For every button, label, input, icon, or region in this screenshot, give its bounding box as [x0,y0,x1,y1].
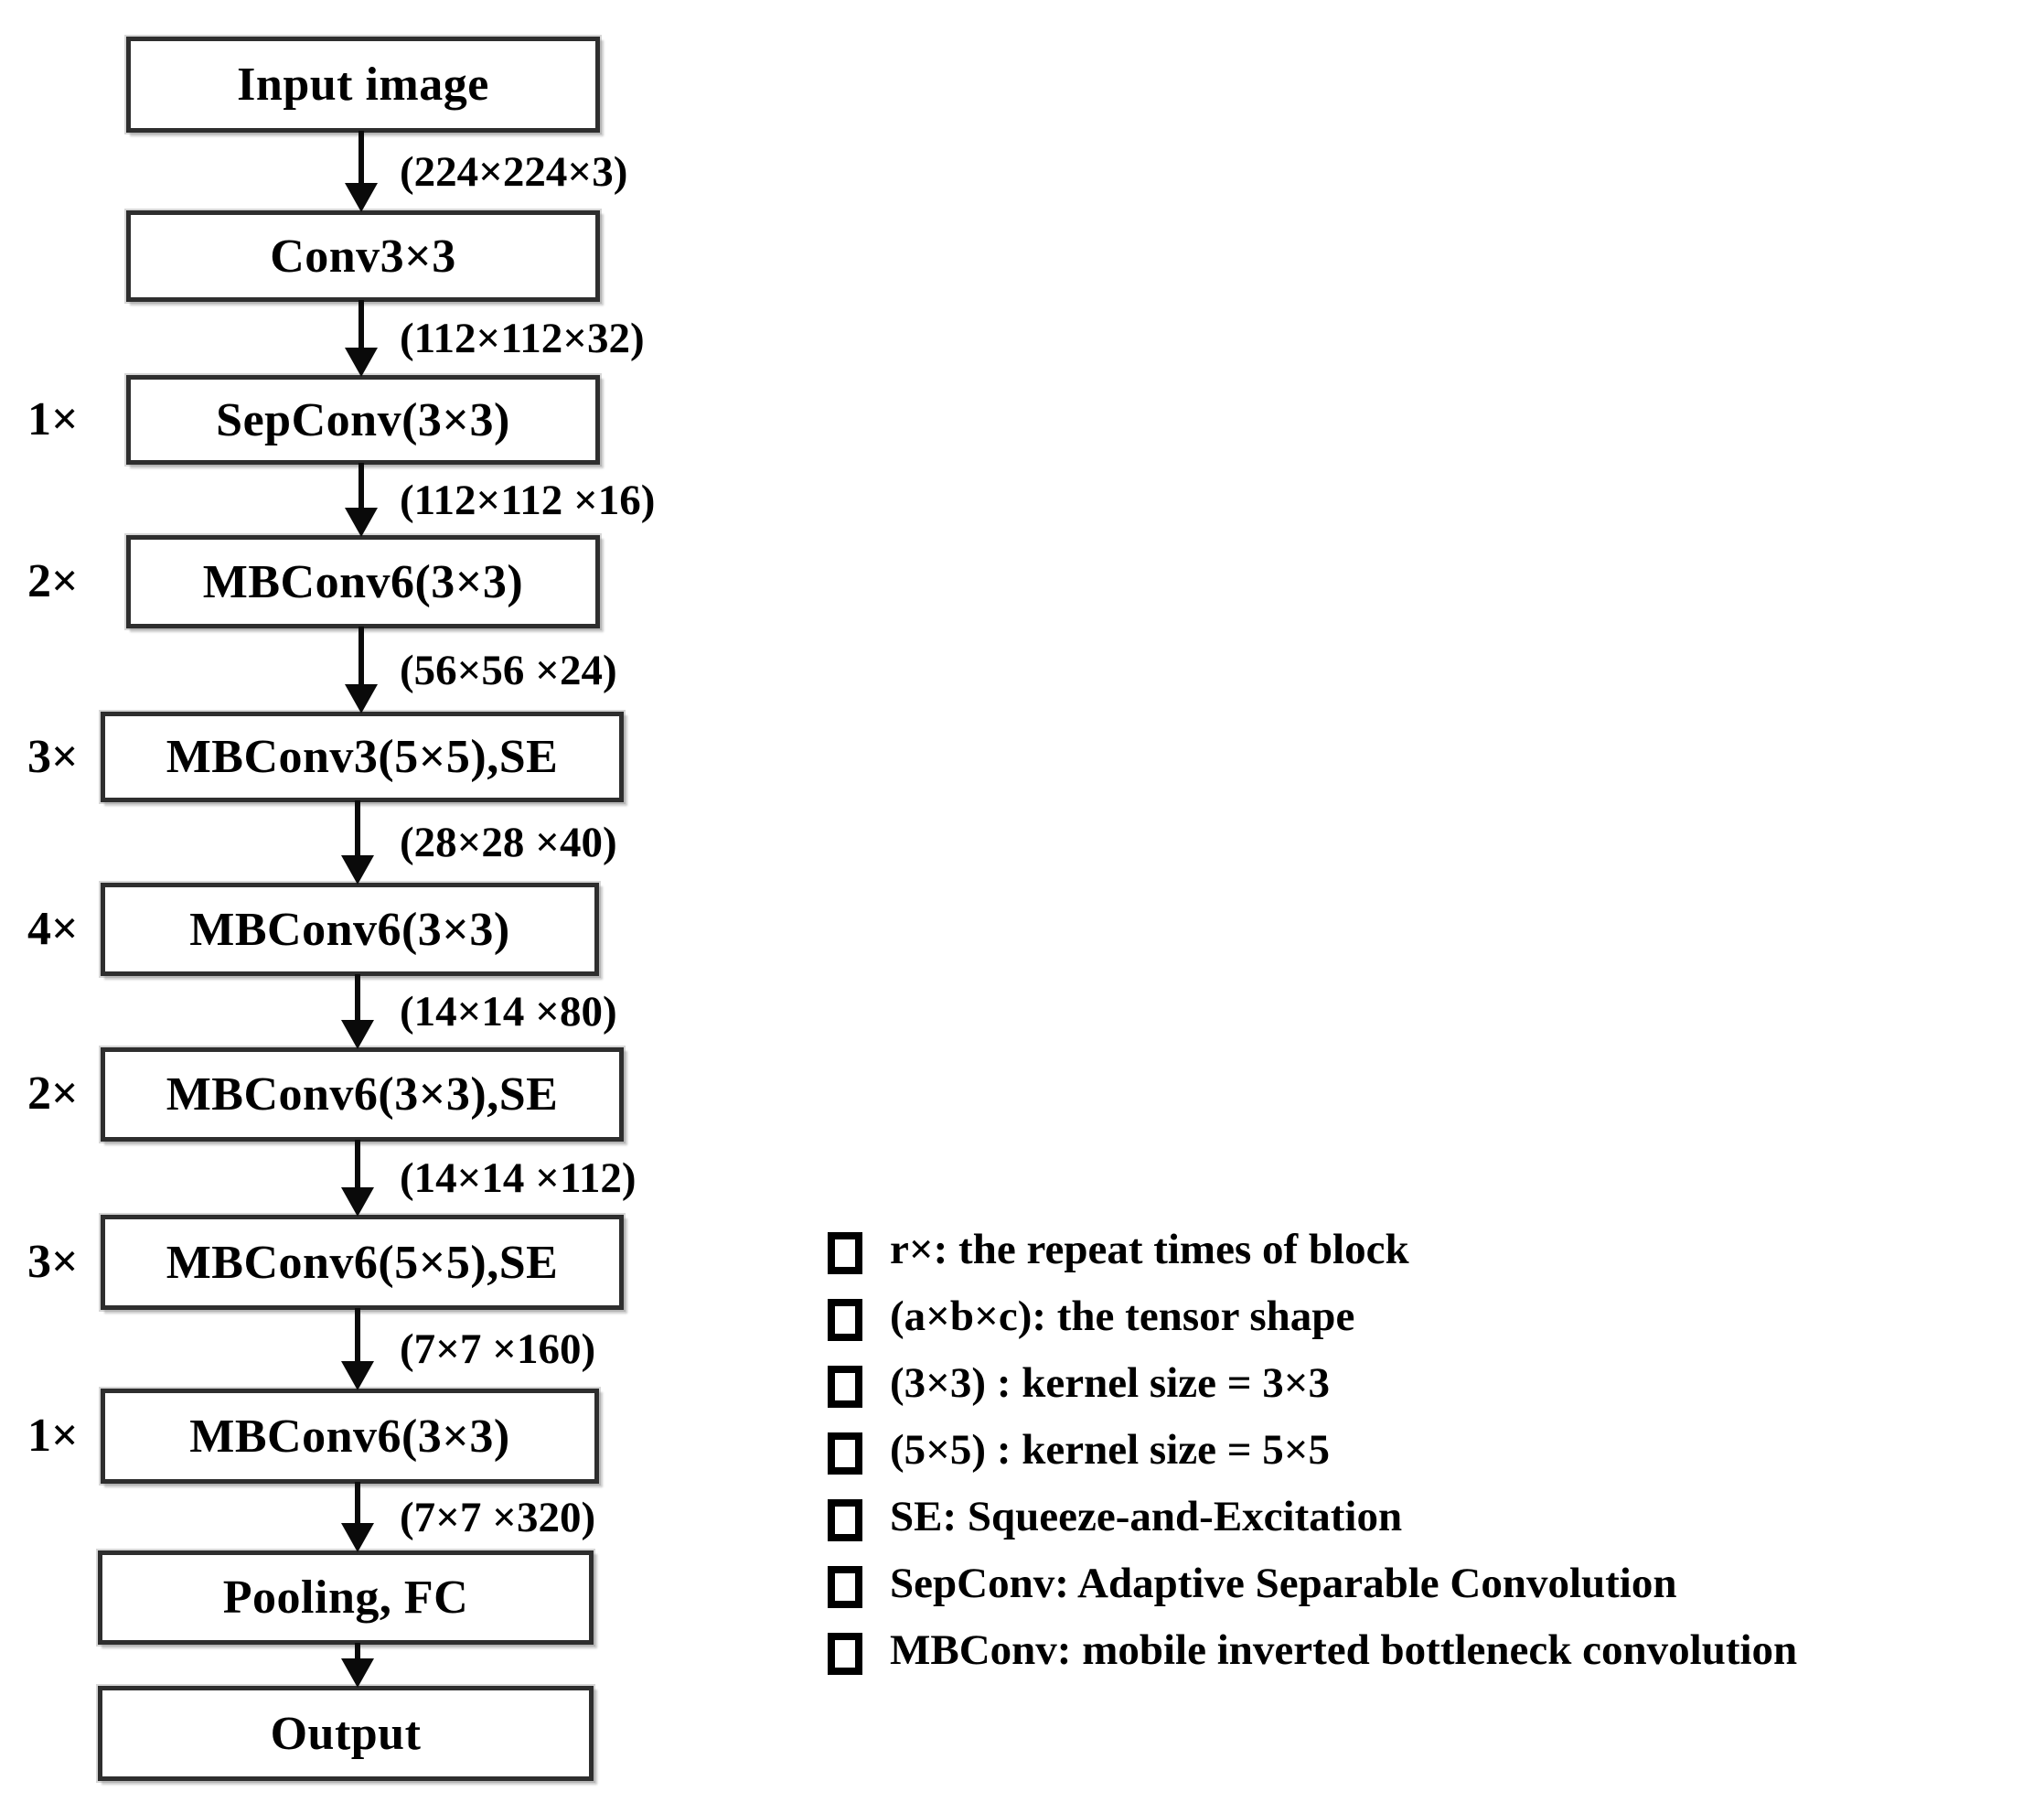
tensor-shape-label: (224×224×3) [400,148,628,196]
node-mbconv6-3x3-b: MBConv6(3×3) [101,883,599,976]
arrow-down-icon [345,131,378,212]
node-label: MBConv6(3×3) [189,903,510,956]
tensor-shape-label: (56×56 ×24) [400,647,617,694]
square-bullet-icon [828,1633,862,1675]
node-mbconv6-3x3-c: MBConv6(3×3) [101,1389,599,1484]
legend-item: (3×3) : kernel size = 3×3 [828,1357,1797,1410]
node-label: MBConv6(3×3) [202,555,524,608]
repeat-count-label: 2× [27,1067,79,1120]
arrow-down-icon [341,1140,374,1217]
repeat-count-label: 3× [27,731,79,783]
repeat-count-label: 3× [27,1236,79,1288]
legend-text: SE: Squeeze-and-Excitation [890,1493,1403,1540]
tensor-shape-label: (14×14 ×80) [400,988,617,1035]
repeat-count-label: 1× [27,1410,79,1462]
node-mbconv6-3x3-a: MBConv6(3×3) [126,535,600,628]
node-mbconv3-5x5-se: MBConv3(5×5),SE [101,712,624,802]
arrow-down-icon [341,800,374,885]
arrow-down-icon [345,300,378,377]
legend: r×: the repeat times of block (a×b×c): t… [828,1224,1797,1691]
legend-text: (3×3) : kernel size = 3×3 [890,1359,1331,1407]
square-bullet-icon [828,1499,862,1541]
tensor-shape-label: (14×14 ×112) [400,1154,637,1202]
node-sepconv3x3: SepConv(3×3) [126,375,600,465]
node-label: Pooling, FC [222,1572,469,1624]
arrow-down-icon [341,1643,374,1688]
legend-text: (a×b×c): the tensor shape [890,1293,1355,1340]
node-pooling-fc: Pooling, FC [98,1550,594,1645]
legend-text: (5×5) : kernel size = 5×5 [890,1426,1331,1474]
node-label: Input image [237,59,489,111]
repeat-count-label: 1× [27,393,79,445]
node-label: MBConv6(3×3) [189,1410,510,1463]
legend-item: SepConv: Adaptive Separable Convolution [828,1558,1797,1610]
legend-text: SepConv: Adaptive Separable Convolution [890,1560,1677,1607]
tensor-shape-label: (7×7 ×320) [400,1494,596,1541]
square-bullet-icon [828,1432,862,1475]
node-label: MBConv6(3×3),SE [166,1068,559,1121]
node-label: Conv3×3 [270,230,456,283]
square-bullet-icon [828,1299,862,1341]
square-bullet-icon [828,1232,862,1274]
legend-item: (a×b×c): the tensor shape [828,1291,1797,1343]
arrow-down-icon [341,1308,374,1390]
tensor-shape-label: (112×112×32) [400,315,645,362]
node-mbconv6-5x5-se: MBConv6(5×5),SE [101,1215,624,1310]
node-mbconv6-3x3-se: MBConv6(3×3),SE [101,1047,624,1142]
node-label: SepConv(3×3) [216,393,510,446]
legend-text: r×: the repeat times of block [890,1226,1409,1273]
arrow-down-icon [341,1482,374,1552]
legend-item: SE: Squeeze-and-Excitation [828,1491,1797,1543]
node-label: MBConv3(5×5),SE [166,731,559,783]
repeat-count-label: 4× [27,903,79,955]
tensor-shape-label: (28×28 ×40) [400,819,617,866]
arrow-down-icon [341,974,374,1049]
repeat-count-label: 2× [27,555,79,607]
node-label: Output [270,1707,422,1760]
node-label: MBConv6(5×5),SE [166,1236,559,1289]
node-input-image: Input image [126,37,600,133]
legend-text: MBConv: mobile inverted bottleneck convo… [890,1626,1798,1674]
tensor-shape-label: (112×112 ×16) [400,477,656,524]
legend-item: MBConv: mobile inverted bottleneck convo… [828,1625,1797,1677]
legend-item: (5×5) : kernel size = 5×5 [828,1424,1797,1476]
square-bullet-icon [828,1566,862,1608]
square-bullet-icon [828,1366,862,1408]
arrow-down-icon [345,627,378,713]
node-conv3x3: Conv3×3 [126,210,600,302]
arrow-down-icon [345,463,378,537]
legend-item: r×: the repeat times of block [828,1224,1797,1276]
tensor-shape-label: (7×7 ×160) [400,1325,596,1373]
node-output: Output [98,1686,594,1781]
